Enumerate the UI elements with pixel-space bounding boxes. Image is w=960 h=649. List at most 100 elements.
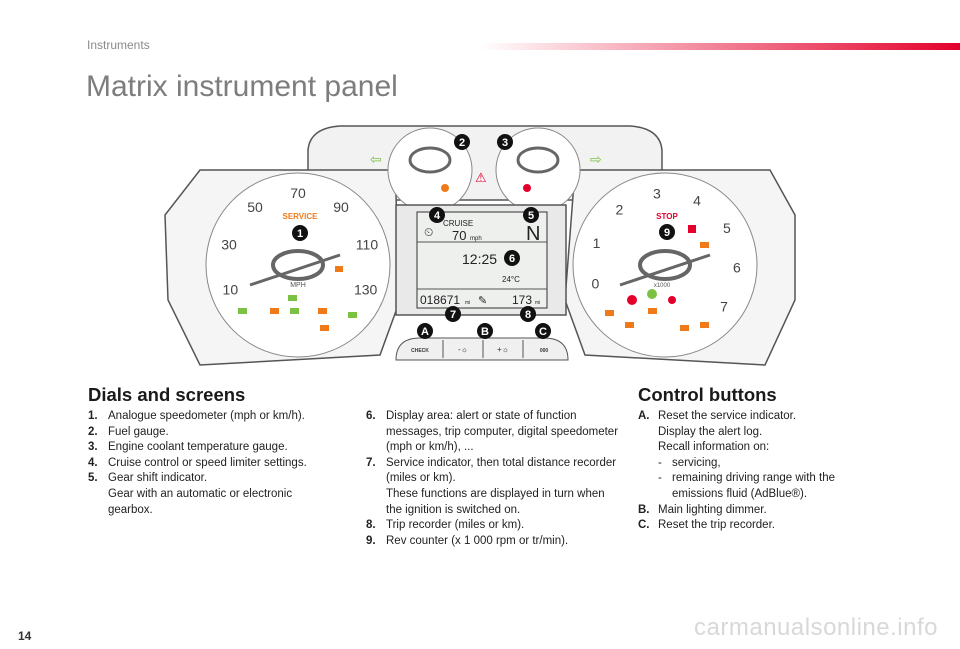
speedo-indicator-lights xyxy=(238,295,357,318)
svg-text:A: A xyxy=(421,326,429,338)
list-item: 3. Engine coolant temperature gauge. xyxy=(88,440,338,456)
list-item: C.Reset the trip recorder. xyxy=(638,518,868,534)
clock: 12:25 xyxy=(462,251,497,267)
list-item: A. Reset the service indicator.Display th… xyxy=(638,409,868,503)
rev-tick-label: 3 xyxy=(653,185,661,201)
svg-text:B: B xyxy=(481,326,489,338)
item-text: Main lighting dimmer. xyxy=(658,503,767,516)
item-text: Display area: alert or state of function… xyxy=(386,410,619,454)
list-item: 7. Service indicator, then total distance… xyxy=(366,456,621,518)
callout-marker: 3 xyxy=(497,134,513,150)
item-line: Display the alert log. xyxy=(658,425,763,438)
speed-tick-label: 30 xyxy=(221,236,237,252)
speed-tick-label: 110 xyxy=(356,236,379,252)
item-text: Cruise control or speed limiter settings… xyxy=(108,456,307,469)
item-text: Engine coolant temperature gauge. xyxy=(108,441,288,454)
cruise-icon: ⏲ xyxy=(424,225,433,239)
page-number: 14 xyxy=(18,629,32,643)
item-body: Display area: alert or state of function… xyxy=(386,409,621,456)
rev-counter-dial xyxy=(572,172,758,358)
rev-needle xyxy=(619,253,711,287)
speedometer-needle-hub xyxy=(271,249,325,281)
svg-text:3: 3 xyxy=(502,137,508,149)
check-button[interactable]: CHECK xyxy=(411,348,429,354)
item-extra: Gear with an automatic or electronic gea… xyxy=(108,487,293,516)
speedometer-needle xyxy=(249,253,341,287)
fuel-warning-light xyxy=(441,184,449,192)
item-text: Reset the trip recorder. xyxy=(658,519,775,532)
fuel-needle-hub xyxy=(408,146,452,174)
right-indicator-icon: ⇨ xyxy=(590,151,602,167)
coolant-warning-light xyxy=(523,184,531,192)
trip-reset-button[interactable]: 000 xyxy=(540,348,549,354)
callout-marker: 8 xyxy=(520,306,536,322)
left-indicator-icon: ⇦ xyxy=(370,151,382,167)
item-number: 2. xyxy=(88,425,98,438)
list-item: 1.Analogue speedometer (mph or km/h). xyxy=(88,409,338,425)
dials-list: 1.Analogue speedometer (mph or km/h).2. F… xyxy=(88,409,338,518)
svg-text:mi: mi xyxy=(465,300,470,306)
item-text: Trip recorder (miles or km). xyxy=(386,519,525,532)
outside-temperature: 24°C xyxy=(502,275,520,284)
item-body: Cruise control or speed limiter settings… xyxy=(108,456,307,472)
rev-tick-label: 7 xyxy=(720,298,728,314)
item-number: 7. xyxy=(366,456,376,469)
callout-marker: 1 xyxy=(292,225,308,241)
list-item: 8. Trip recorder (miles or km). xyxy=(366,518,621,534)
item-number: B. xyxy=(638,503,650,516)
center-display-screen xyxy=(416,211,548,309)
item-body: Engine coolant temperature gauge. xyxy=(108,440,288,456)
svg-text:6: 6 xyxy=(509,253,515,265)
item-number: 8. xyxy=(366,519,376,532)
item-body: Fuel gauge. xyxy=(108,425,169,441)
rev-green-light xyxy=(647,289,657,299)
cruise-unit: mph xyxy=(470,236,482,242)
rev-needle-hub xyxy=(638,249,692,281)
dimmer-plus-button[interactable]: +☼ xyxy=(497,345,509,354)
callout-marker: 5 xyxy=(523,207,539,223)
stop-warning-light: STOP xyxy=(656,212,678,221)
rev-warning-lights xyxy=(605,242,709,331)
rev-tick-label: 6 xyxy=(733,260,741,276)
rev-tick-label: 0 xyxy=(592,276,600,292)
item-body: Reset the service indicator.Display the … xyxy=(658,409,868,503)
list-item: 9.Rev counter (x 1 000 rpm or tr/min). xyxy=(366,534,621,550)
list-item: B. Main lighting dimmer. xyxy=(638,503,868,519)
speedometer-dial xyxy=(205,172,391,358)
list-item: 2. Fuel gauge. xyxy=(88,425,338,441)
speed-tick-label: 90 xyxy=(333,199,349,215)
item-extra: These functions are displayed in turn wh… xyxy=(386,487,605,516)
section-label: Instruments xyxy=(87,38,150,52)
svg-text:C: C xyxy=(539,326,547,338)
list-item: 5.Gear shift indicator.Gear with an auto… xyxy=(88,471,338,518)
item-number: A. xyxy=(638,410,650,422)
item-text: Service indicator, then total distance r… xyxy=(386,456,617,485)
item-number: 3. xyxy=(88,441,98,454)
svg-text:9: 9 xyxy=(664,227,670,239)
service-wrench-icon: ✎ xyxy=(478,295,487,307)
page-title: Matrix instrument panel xyxy=(86,70,398,103)
item-body: Gear shift indicator.Gear with an automa… xyxy=(108,471,338,518)
callout-marker: C xyxy=(535,323,551,339)
rev-tick-label: 4 xyxy=(693,193,701,209)
svg-text:2: 2 xyxy=(459,137,465,149)
speed-tick-label: 50 xyxy=(247,199,263,215)
controls-heading: Control buttons xyxy=(638,384,777,405)
item-text: Analogue speedometer (mph or km/h). xyxy=(108,410,305,422)
rev-unit-label: x1000 xyxy=(654,283,671,289)
item-line: Recall information on: xyxy=(658,441,770,454)
item-body: Rev counter (x 1 000 rpm or tr/min). xyxy=(386,534,568,550)
controls-list: A. Reset the service indicator.Display th… xyxy=(638,409,868,534)
list-item: 6.Display area: alert or state of functi… xyxy=(366,409,621,456)
dimmer-minus-button[interactable]: -☼ xyxy=(458,345,468,354)
speed-tick-label: 70 xyxy=(290,185,306,201)
speedo-warning-lights xyxy=(270,266,343,331)
item-body: Analogue speedometer (mph or km/h). xyxy=(108,409,305,425)
svg-text:4: 4 xyxy=(434,210,441,222)
rev-tick-label: 5 xyxy=(723,220,731,236)
gear-indicator: N xyxy=(526,223,540,245)
seatbelt-warning-icon: ⚠ xyxy=(475,170,487,185)
dials-heading: Dials and screens xyxy=(88,384,246,405)
rev-tick-label: 1 xyxy=(593,235,601,251)
